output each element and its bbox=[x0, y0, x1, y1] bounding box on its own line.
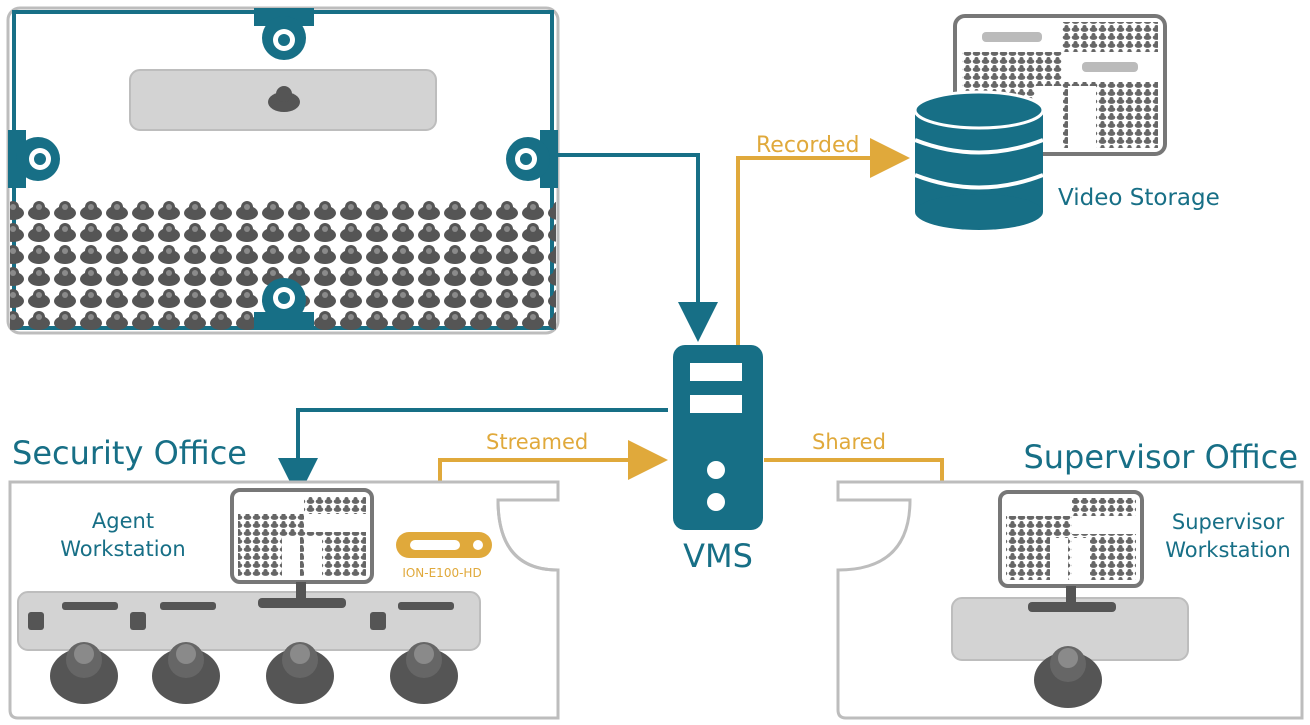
recorded-arrow bbox=[736, 138, 910, 345]
security-agent-seats bbox=[28, 602, 458, 704]
agent-workstation-label-line1: Agent bbox=[92, 509, 154, 533]
presenter-person-icon bbox=[268, 86, 300, 112]
camera-right-icon bbox=[506, 130, 558, 188]
camera-bottom-icon bbox=[254, 278, 314, 330]
agent-seat-4 bbox=[370, 602, 458, 704]
supervisor-seat bbox=[1034, 646, 1102, 708]
vms-to-security-arrow bbox=[278, 408, 668, 498]
agent-seat-3 bbox=[266, 642, 334, 704]
ion-device-icon bbox=[396, 532, 492, 558]
agent-workstation-monitor bbox=[230, 488, 374, 608]
supervisor-office-title: Supervisor Office bbox=[1023, 438, 1298, 476]
vms-server-icon bbox=[673, 345, 763, 530]
agent-seat-1 bbox=[28, 602, 118, 704]
camera-left-icon bbox=[8, 130, 60, 188]
supervisor-workstation-monitor bbox=[998, 490, 1144, 612]
auditorium-room bbox=[6, 6, 560, 335]
recorded-label: Recorded bbox=[756, 133, 860, 158]
supervisor-workstation-label-line2: Workstation bbox=[1165, 538, 1290, 562]
database-icon bbox=[913, 90, 1045, 230]
camera-feed-arrow bbox=[558, 153, 718, 342]
video-storage-label: Video Storage bbox=[1058, 185, 1220, 211]
shared-label: Shared bbox=[812, 430, 886, 454]
security-office-title: Security Office bbox=[12, 434, 247, 472]
agent-workstation-label-line2: Workstation bbox=[60, 537, 185, 561]
streamed-label: Streamed bbox=[486, 430, 588, 454]
device-model-label: ION-E100-HD bbox=[402, 566, 481, 580]
vms-label: VMS bbox=[683, 537, 753, 575]
supervisor-workstation-label-line1: Supervisor bbox=[1172, 510, 1285, 534]
camera-top-icon bbox=[254, 8, 314, 60]
agent-seat-2 bbox=[130, 602, 220, 704]
security-desk bbox=[17, 591, 481, 651]
